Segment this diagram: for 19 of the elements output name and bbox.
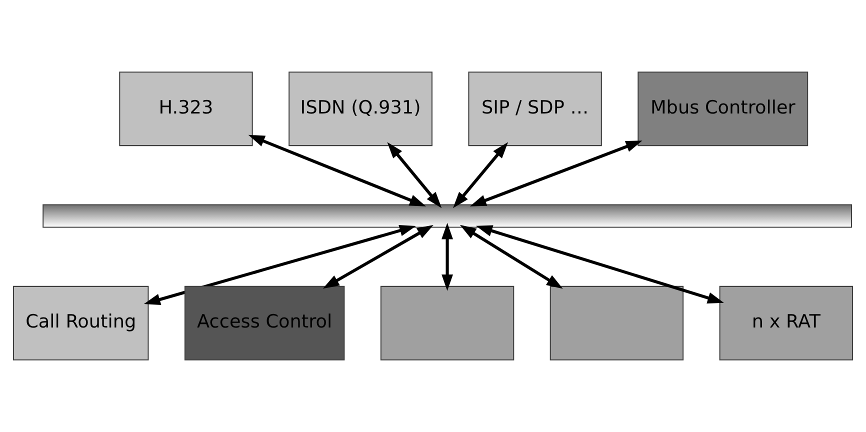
node-box: Call Routing [12,286,149,360]
node-bar [42,204,852,228]
arrow [144,225,416,306]
node-box [380,286,514,360]
node-box: ISDN (Q.931) [288,72,432,146]
node-box: Access Control [184,286,345,360]
arrow [460,224,563,289]
arrow [322,224,434,289]
arrow [248,134,426,206]
arrow [476,225,724,304]
arrow [453,142,508,208]
node-box: Mbus Controller [638,72,808,146]
node-box: H.323 [119,72,253,146]
arrow [442,222,454,291]
node-box: SIP / SDP … [468,72,602,146]
node-box: n x RAT [719,286,854,360]
arrow [470,140,642,206]
arrow [387,142,442,208]
node-box [550,286,684,360]
